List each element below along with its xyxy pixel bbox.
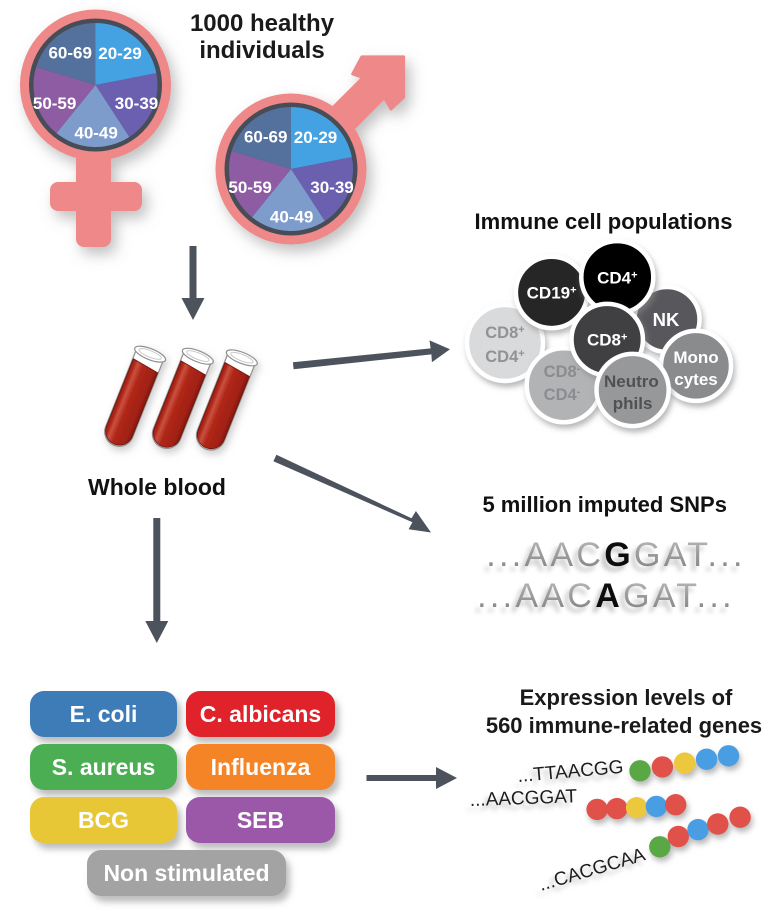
svg-text:phils: phils xyxy=(613,394,653,413)
svg-text:CD8-: CD8- xyxy=(544,363,581,381)
svg-text:5 million imputed SNPs: 5 million imputed SNPs xyxy=(482,492,726,517)
svg-text:C. albicans: C. albicans xyxy=(200,701,321,727)
svg-text:S. aureus: S. aureus xyxy=(52,754,156,780)
svg-text:CD4-: CD4- xyxy=(544,386,581,404)
svg-text:CD8+: CD8+ xyxy=(587,331,627,350)
svg-text:cytes: cytes xyxy=(674,370,717,389)
svg-text:CD8+: CD8+ xyxy=(485,324,524,342)
svg-text:SEB: SEB xyxy=(237,807,284,833)
svg-text:Whole blood: Whole blood xyxy=(88,474,226,500)
svg-text:CD4+: CD4+ xyxy=(485,348,524,366)
svg-text:NK: NK xyxy=(653,309,680,330)
svg-text:Immune cell populations: Immune cell populations xyxy=(475,209,733,234)
svg-text:CD4+: CD4+ xyxy=(597,269,637,288)
svg-text:...AACGGAT: ...AACGGAT xyxy=(469,786,577,811)
svg-text:...CACGCAA: ...CACGCAA xyxy=(536,844,648,895)
svg-text:individuals: individuals xyxy=(199,37,324,64)
svg-text:560 immune-related genes: 560 immune-related genes xyxy=(486,713,762,738)
svg-text:1000 healthy: 1000 healthy xyxy=(190,10,335,37)
svg-text:BCG: BCG xyxy=(78,807,129,833)
svg-text:Mono: Mono xyxy=(673,348,718,367)
svg-text:E. coli: E. coli xyxy=(70,701,138,727)
svg-text:...TTAACGG: ...TTAACGG xyxy=(517,757,625,787)
svg-text:...AACGGAT...: ...AACGGAT... xyxy=(486,536,746,574)
svg-text:Non stimulated: Non stimulated xyxy=(103,860,269,886)
svg-text:Neutro: Neutro xyxy=(604,372,659,391)
svg-text:...AACAGAT...: ...AACAGAT... xyxy=(477,577,735,615)
svg-text:Influenza: Influenza xyxy=(211,754,311,780)
svg-text:CD19+: CD19+ xyxy=(527,284,577,303)
svg-text:Expression levels of: Expression levels of xyxy=(520,685,733,710)
